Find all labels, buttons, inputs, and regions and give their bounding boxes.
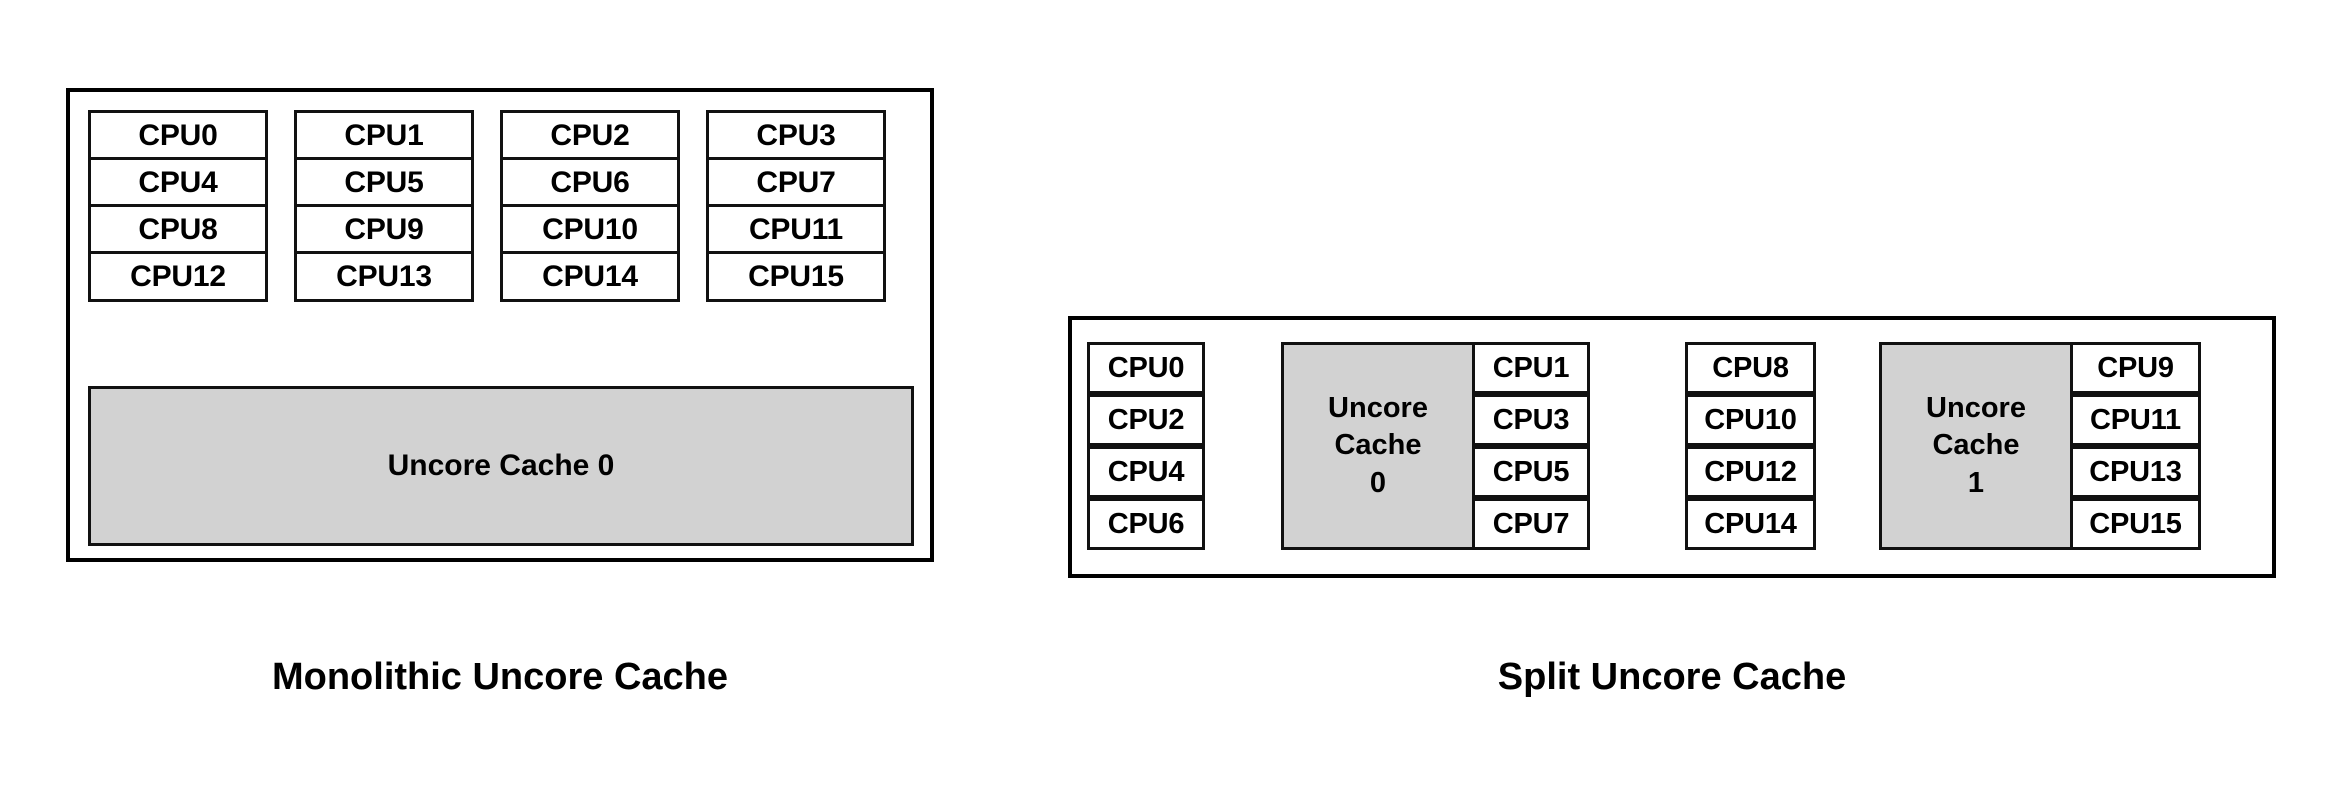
uncore-cache-box[interactable]: Uncore Cache 0 bbox=[88, 386, 914, 546]
cpu-box[interactable]: CPU4 bbox=[1087, 446, 1205, 498]
uncore-cache-line: Cache bbox=[1932, 429, 2020, 462]
cpu-box[interactable]: CPU1 bbox=[1472, 342, 1590, 394]
cpu-box[interactable]: CPU12 bbox=[1685, 446, 1816, 498]
uncore-cache-line: 1 bbox=[1967, 466, 1985, 499]
split-package-outline: CPU0 CPU2 CPU4 CPU6 Uncore Cache 0 CPU1 … bbox=[1068, 316, 2276, 578]
cpu-box[interactable]: CPU8 bbox=[1685, 342, 1816, 394]
cpu-box[interactable]: CPU3 bbox=[1472, 394, 1590, 446]
uncore-cache-line: 0 bbox=[1369, 466, 1387, 499]
uncore-cache-line: Uncore bbox=[1926, 392, 2026, 425]
cpu-box[interactable]: CPU8 bbox=[88, 204, 268, 255]
cpu-box[interactable]: CPU5 bbox=[1472, 446, 1590, 498]
split-caption: Split Uncore Cache bbox=[1497, 656, 1847, 698]
cpu-box[interactable]: CPU15 bbox=[2070, 498, 2201, 550]
cpu-box[interactable]: CPU3 bbox=[706, 110, 886, 161]
cpu-box[interactable]: CPU13 bbox=[2070, 446, 2201, 498]
uncore-cache-box[interactable]: Uncore Cache 0 bbox=[1281, 342, 1475, 550]
uncore-cache-box[interactable]: Uncore Cache 1 bbox=[1879, 342, 2073, 550]
cpu-box[interactable]: CPU11 bbox=[706, 204, 886, 255]
monolithic-caption: Monolithic Uncore Cache bbox=[271, 656, 729, 698]
cpu-box[interactable]: CPU7 bbox=[706, 157, 886, 208]
cpu-box[interactable]: CPU0 bbox=[88, 110, 268, 161]
cpu-box[interactable]: CPU14 bbox=[1685, 498, 1816, 550]
cpu-box[interactable]: CPU7 bbox=[1472, 498, 1590, 550]
cpu-box[interactable]: CPU12 bbox=[88, 251, 268, 302]
uncore-cache-line: Cache bbox=[1334, 429, 1422, 462]
cpu-box[interactable]: CPU15 bbox=[706, 251, 886, 302]
cpu-box[interactable]: CPU11 bbox=[2070, 394, 2201, 446]
cpu-box[interactable]: CPU10 bbox=[500, 204, 680, 255]
cpu-box[interactable]: CPU1 bbox=[294, 110, 474, 161]
cpu-box[interactable]: CPU6 bbox=[500, 157, 680, 208]
cpu-box[interactable]: CPU4 bbox=[88, 157, 268, 208]
cpu-box[interactable]: CPU13 bbox=[294, 251, 474, 302]
cpu-box[interactable]: CPU2 bbox=[1087, 394, 1205, 446]
cpu-box[interactable]: CPU6 bbox=[1087, 498, 1205, 550]
cpu-box[interactable]: CPU9 bbox=[294, 204, 474, 255]
cpu-box[interactable]: CPU2 bbox=[500, 110, 680, 161]
cpu-box[interactable]: CPU14 bbox=[500, 251, 680, 302]
cpu-box[interactable]: CPU5 bbox=[294, 157, 474, 208]
cpu-box[interactable]: CPU9 bbox=[2070, 342, 2201, 394]
cpu-box[interactable]: CPU10 bbox=[1685, 394, 1816, 446]
cpu-box[interactable]: CPU0 bbox=[1087, 342, 1205, 394]
uncore-cache-line: Uncore bbox=[1328, 392, 1428, 425]
